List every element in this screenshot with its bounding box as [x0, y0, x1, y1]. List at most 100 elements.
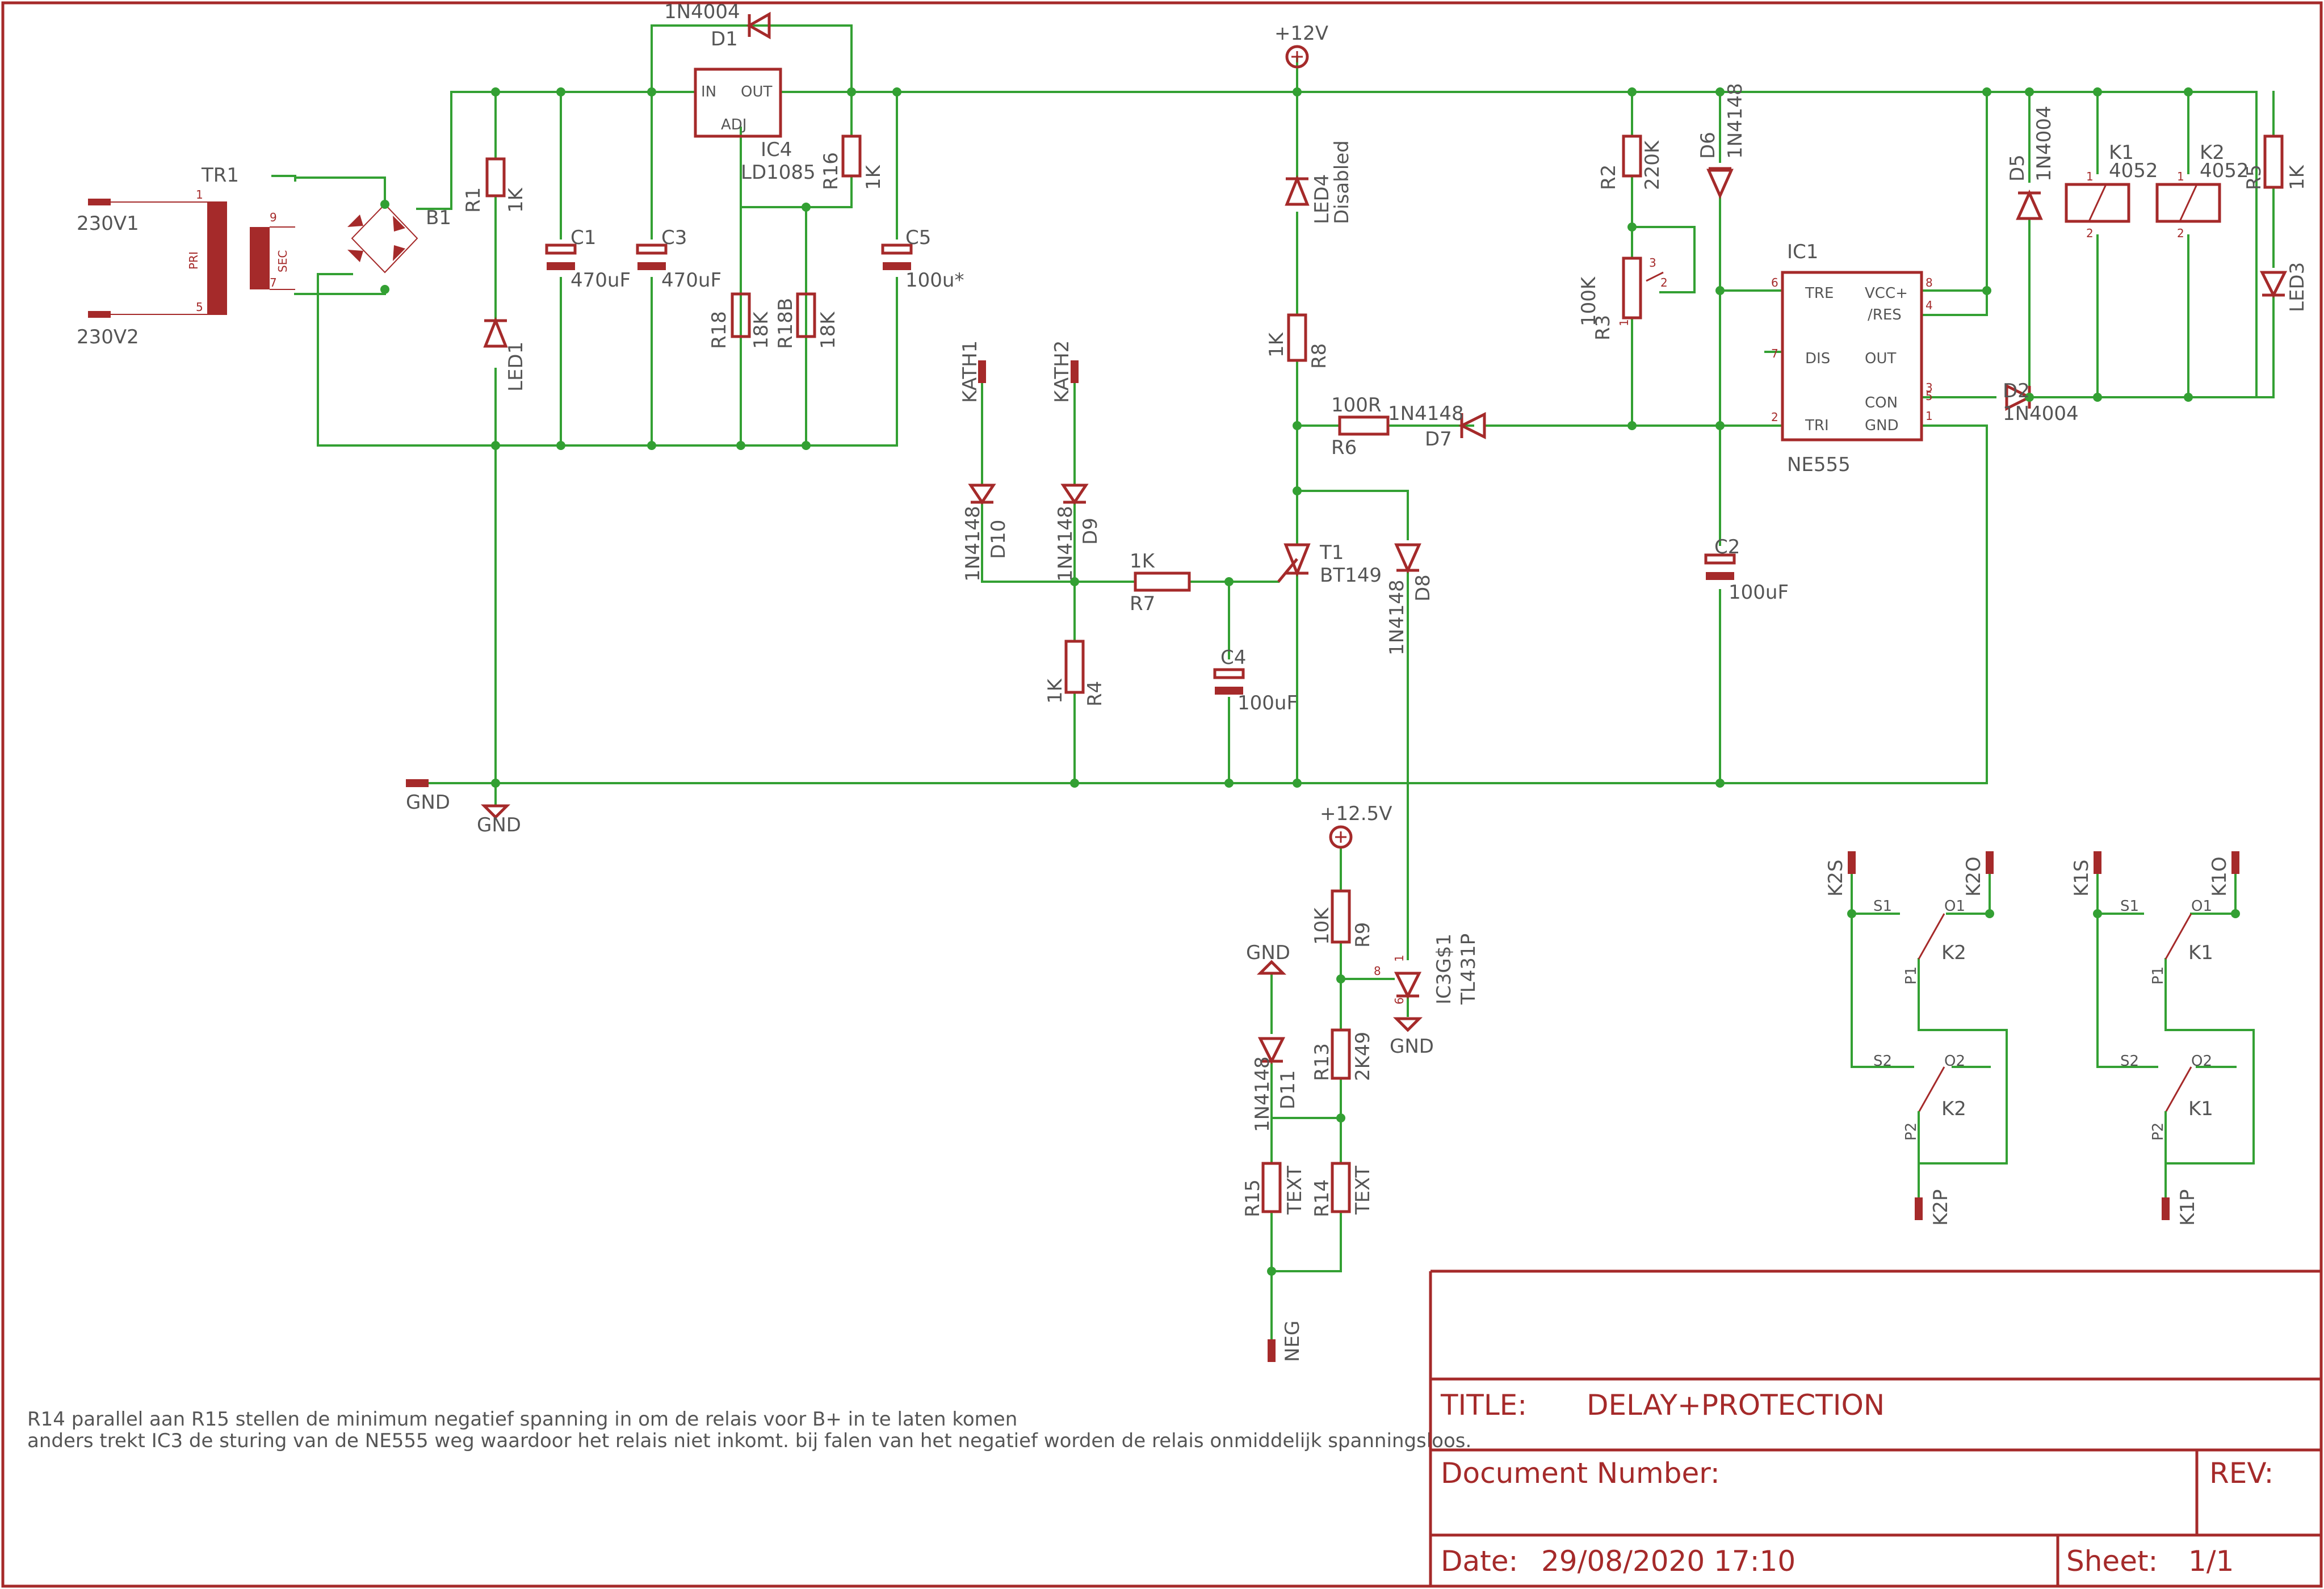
svg-text:O2: O2 — [2191, 1053, 2212, 1070]
svg-text:1: 1 — [1926, 409, 1933, 423]
svg-text:1N4004: 1N4004 — [2003, 402, 2079, 425]
svg-text:IC4: IC4 — [761, 138, 792, 161]
components — [88, 11, 2288, 1362]
wires — [271, 24, 2275, 1352]
svg-text:KATH1: KATH1 — [959, 340, 981, 403]
sheet-label: Sheet: — [2066, 1545, 2158, 1578]
svg-text:TL431P: TL431P — [1457, 934, 1480, 1005]
svg-text:C3: C3 — [661, 226, 687, 249]
svg-text:K1: K1 — [2188, 1098, 2213, 1120]
svg-text:R13: R13 — [1311, 1043, 1333, 1081]
svg-text:DIS: DIS — [1805, 350, 1830, 367]
svg-text:TEXT: TEXT — [1283, 1166, 1306, 1215]
pin-230v1 — [88, 199, 111, 205]
svg-text:Disabled: Disabled — [1331, 140, 1353, 224]
svg-text:S2: S2 — [2120, 1053, 2139, 1070]
svg-text:10K: 10K — [1311, 907, 1333, 945]
svg-text:1K: 1K — [1130, 550, 1156, 573]
svg-text:1: 1 — [2086, 170, 2094, 183]
svg-text:9: 9 — [270, 211, 277, 224]
svg-text:S1: S1 — [2120, 898, 2139, 915]
svg-text:K1S: K1S — [2070, 859, 2093, 897]
title-label: TITLE: — [1440, 1389, 1527, 1422]
svg-text:D10: D10 — [987, 520, 1010, 559]
svg-text:R6: R6 — [1331, 436, 1357, 459]
svg-text:NE555: NE555 — [1787, 453, 1851, 476]
svg-text:R15: R15 — [1241, 1179, 1264, 1217]
svg-text:BT149: BT149 — [1320, 564, 1382, 587]
svg-text:D1: D1 — [711, 28, 738, 51]
svg-text:2K49: 2K49 — [1352, 1032, 1374, 1081]
tr1-label: TR1 — [201, 164, 239, 187]
svg-text:LED1: LED1 — [505, 342, 527, 392]
svg-text:470uF: 470uF — [570, 269, 631, 292]
svg-text:S1: S1 — [1873, 898, 1892, 915]
svg-text:OUT: OUT — [741, 83, 772, 100]
svg-text:C1: C1 — [570, 226, 596, 249]
svg-text:5: 5 — [1926, 389, 1933, 403]
svg-text:D9: D9 — [1079, 518, 1102, 545]
junctions — [380, 87, 2240, 1276]
svg-text:LD1085: LD1085 — [741, 161, 816, 184]
label-gnd-symbol: GND — [477, 814, 521, 836]
svg-text:1K: 1K — [862, 164, 885, 190]
svg-text:K2P: K2P — [1929, 1189, 1952, 1226]
svg-text:IC1: IC1 — [1787, 241, 1818, 263]
svg-text:D6: D6 — [1697, 132, 1719, 159]
svg-text:1K: 1K — [1044, 678, 1067, 704]
label-230v1: 230V1 — [77, 212, 139, 235]
svg-text:1: 1 — [196, 188, 203, 201]
svg-text:B1: B1 — [426, 207, 451, 229]
svg-text:TRE: TRE — [1805, 285, 1834, 302]
label-gnd-pin: GND — [406, 791, 450, 814]
svg-text:D2: D2 — [2003, 380, 2030, 402]
svg-text:1N4148: 1N4148 — [1724, 83, 1747, 159]
svg-text:R18B: R18B — [774, 298, 797, 349]
sheet-value: 1/1 — [2188, 1545, 2234, 1578]
svg-text:GND: GND — [1390, 1035, 1434, 1058]
label-230v2: 230V2 — [77, 326, 139, 348]
svg-text:470uF: 470uF — [661, 269, 721, 292]
svg-text:4052: 4052 — [2109, 159, 2158, 182]
svg-text:R8: R8 — [1308, 343, 1331, 369]
svg-text:/RES: /RES — [1868, 306, 1902, 323]
svg-text:4052: 4052 — [2200, 159, 2249, 182]
svg-text:C2: C2 — [1714, 536, 1740, 558]
svg-text:D11: D11 — [1277, 1070, 1299, 1109]
transformer-primary — [207, 201, 227, 315]
svg-text:TRI: TRI — [1805, 417, 1829, 434]
svg-text:18K: 18K — [817, 311, 840, 349]
svg-text:6: 6 — [1392, 997, 1406, 1004]
svg-text:TEXT: TEXT — [1352, 1166, 1374, 1215]
ic4-body — [694, 68, 782, 138]
svg-text:4: 4 — [1926, 299, 1933, 312]
svg-text:1N4148: 1N4148 — [962, 506, 984, 582]
transformer-secondary — [250, 227, 270, 289]
svg-text:100R: 100R — [1331, 394, 1382, 417]
svg-text:IN: IN — [701, 83, 716, 100]
svg-text:OUT: OUT — [1865, 350, 1896, 367]
svg-text:K2: K2 — [2200, 141, 2225, 164]
svg-text:D7: D7 — [1425, 428, 1452, 451]
svg-text:100uF: 100uF — [1729, 581, 1789, 604]
svg-text:O2: O2 — [1944, 1053, 1965, 1070]
svg-text:7: 7 — [270, 276, 277, 289]
svg-text:CON: CON — [1865, 394, 1898, 411]
svg-text:K2S: K2S — [1824, 859, 1847, 897]
svg-text:100u*: 100u* — [905, 269, 964, 292]
svg-text:1K: 1K — [505, 187, 527, 213]
svg-text:P1: P1 — [1903, 966, 1920, 985]
note-line-1: R14 parallel aan R15 stellen de minimum … — [27, 1408, 1017, 1431]
svg-text:3: 3 — [1926, 381, 1933, 394]
svg-text:3: 3 — [1649, 256, 1656, 270]
svg-text:2: 2 — [1660, 276, 1668, 289]
svg-text:GND: GND — [1865, 417, 1899, 434]
svg-text:100K: 100K — [1578, 276, 1600, 326]
svg-text:2: 2 — [1771, 410, 1778, 424]
svg-text:VCC+: VCC+ — [1865, 285, 1908, 302]
svg-text:1N4148: 1N4148 — [1388, 402, 1464, 425]
svg-text:1N4148: 1N4148 — [1251, 1056, 1274, 1132]
svg-text:R16: R16 — [820, 152, 842, 190]
